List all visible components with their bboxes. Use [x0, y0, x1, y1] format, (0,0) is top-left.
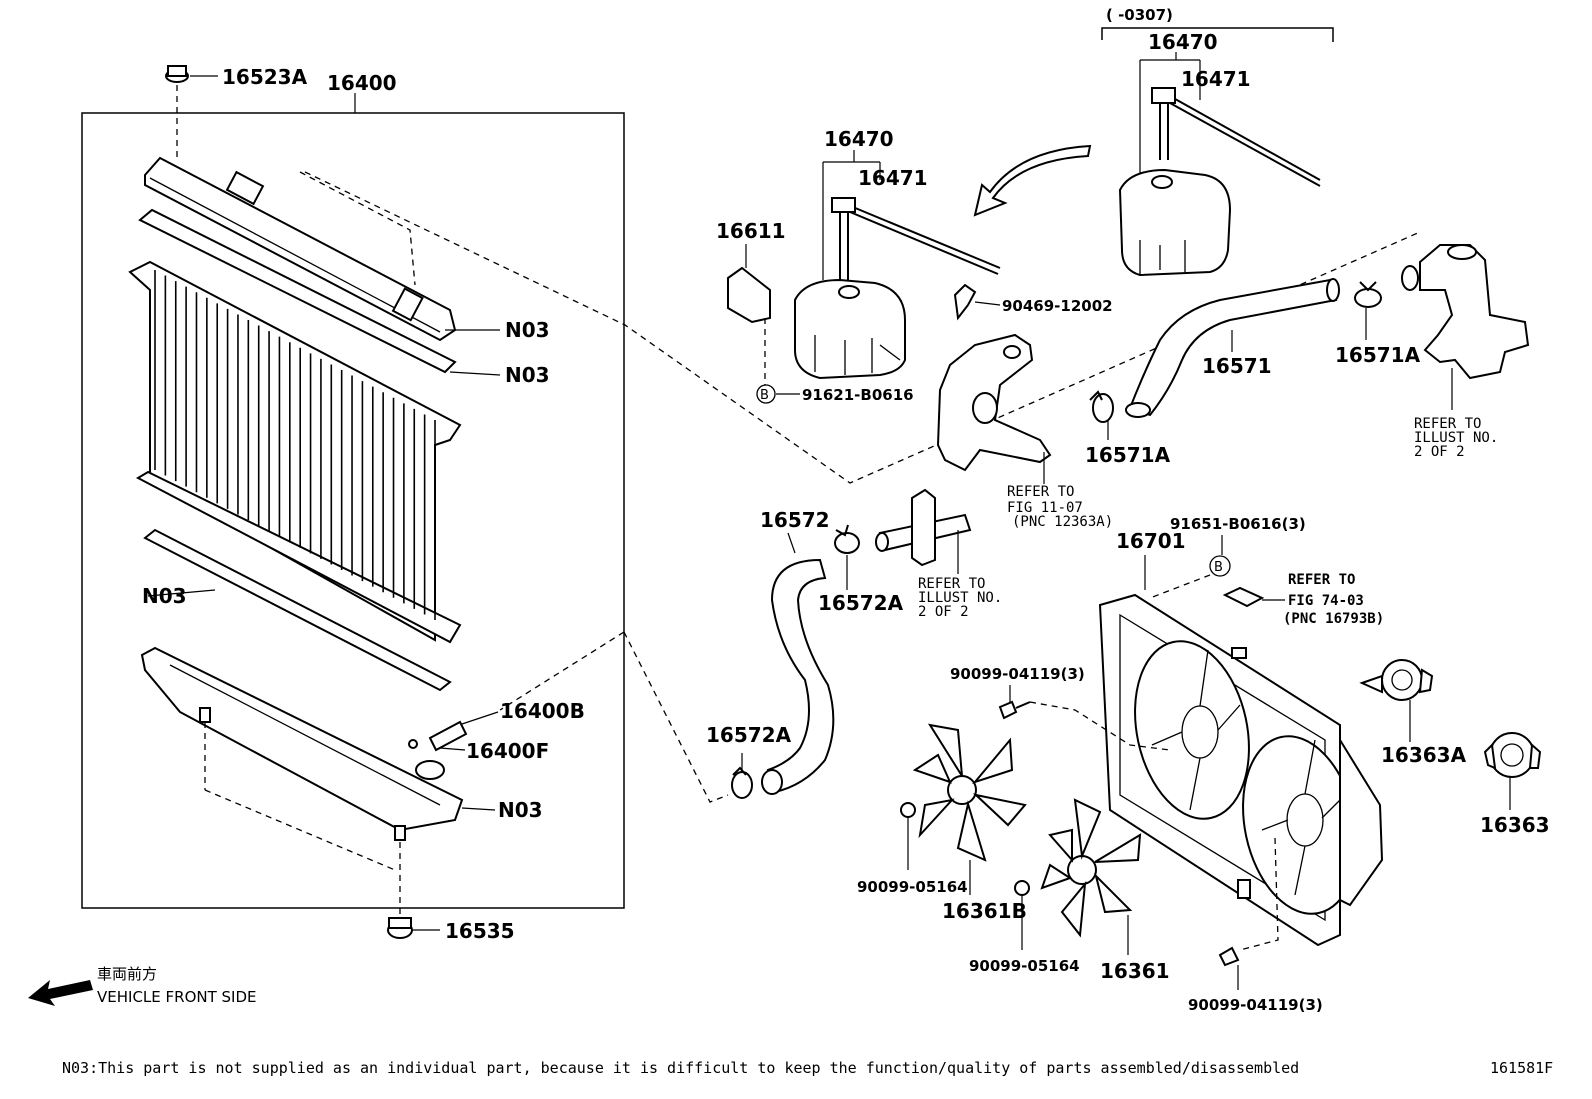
radiator-assembly-group: 16400 16523A N03 N03 N03	[81, 65, 1421, 943]
callout-90099-05164-a: 90099-05164	[857, 878, 968, 896]
callout-16361B: 16361B	[942, 899, 1027, 923]
footnote-n03: N03:This part is not supplied as an indi…	[62, 1059, 1299, 1077]
ref-illust-mid-line3: 2 OF 2	[918, 604, 969, 620]
ref-fig-7403-line3: (PNC 16793B)	[1283, 611, 1384, 627]
upper-gasket-shape	[138, 208, 457, 374]
fan-16361-shape	[1040, 798, 1142, 938]
radiator-assembly-frame	[81, 112, 625, 909]
callout-16571A-b: 16571A	[1085, 443, 1171, 467]
vehicle-front-indicator: 車両前方 VEHICLE FRONT SIDE	[28, 965, 257, 1006]
lower-hose-group: 16572 16572A 16572A REFER TO ILLUST NO. …	[706, 488, 1002, 799]
callout-n03-d: N03	[498, 798, 543, 822]
ref-illust-right-line2: ILLUST NO.	[1414, 430, 1498, 446]
callout-16363: 16363	[1480, 813, 1550, 837]
fan-shroud-group: 91651-B0616(3) B 16701 REFER TO FIG 74-0…	[857, 515, 1384, 1014]
svg-text:B: B	[760, 388, 769, 403]
front-arrow-icon	[28, 980, 93, 1006]
ref-illust-mid-line2: ILLUST NO.	[918, 590, 1002, 606]
callout-16571A-a: 16571A	[1335, 343, 1421, 367]
clip-90469-icon	[953, 283, 977, 321]
callout-16572A-a: 16572A	[818, 591, 904, 615]
range-label: ( -0307)	[1106, 6, 1173, 24]
callout-90099-04119-a: 90099-04119(3)	[950, 665, 1085, 683]
callout-16523A: 16523A	[222, 65, 308, 89]
label-tag-icon	[1222, 586, 1265, 608]
figure-id: 161581F	[1490, 1059, 1553, 1077]
callout-16535: 16535	[445, 919, 515, 943]
callout-16400F: 16400F	[466, 739, 549, 763]
callout-16470-top: 16470	[1148, 30, 1218, 54]
ref-fig-7403-line2: FIG 74-03	[1288, 593, 1364, 609]
bolt-lower-icon	[1218, 946, 1240, 967]
callout-91651: 91651-B0616(3)	[1170, 515, 1306, 533]
svg-text:B: B	[1214, 560, 1223, 575]
hose-clamp-lower-top-icon	[834, 524, 860, 554]
engine-bracket-shape	[936, 333, 1052, 472]
nut-a-icon	[900, 802, 916, 818]
motor-16363A-shape	[1359, 659, 1434, 701]
b-marker-icon: B	[756, 384, 776, 404]
callout-90099-05164-b: 90099-05164	[969, 957, 1080, 975]
bracket-16611-shape	[727, 266, 771, 324]
ref-fig-1107-line3: (PNC 12363A)	[1012, 514, 1113, 530]
front-side-jp: 車両前方	[97, 965, 157, 983]
callout-16470: 16470	[824, 127, 894, 151]
callout-n03-c: N03	[142, 584, 187, 608]
callout-90469: 90469-12002	[1002, 297, 1113, 315]
reservoir-early-group: ( -0307) 16470 16471	[973, 6, 1334, 277]
nut-b-icon	[1014, 880, 1030, 896]
lower-gasket-shape	[143, 528, 452, 692]
ref-fig-1107-line2: FIG 11-07	[1007, 500, 1083, 516]
callout-16400B: 16400B	[500, 699, 585, 723]
front-side-en: VEHICLE FRONT SIDE	[97, 988, 257, 1006]
fan-shroud-shape	[1098, 593, 1384, 947]
callout-16572A-b: 16572A	[706, 723, 792, 747]
ref-illust-right-line1: REFER TO	[1414, 416, 1481, 432]
b-marker-2-icon: B	[1209, 555, 1231, 577]
callout-16572: 16572	[760, 508, 830, 532]
lower-tank-shape	[140, 646, 464, 841]
hose-clamp-left-icon	[1089, 390, 1114, 423]
callout-n03-b: N03	[505, 363, 550, 387]
hose-clamp-right-icon	[1354, 281, 1382, 308]
ref-illust-mid-line1: REFER TO	[918, 576, 985, 592]
fan-16361B-shape	[912, 723, 1027, 862]
upper-hose-16571-shape	[1128, 278, 1338, 417]
callout-16361: 16361	[1100, 959, 1170, 983]
callout-16471-top: 16471	[1181, 67, 1251, 91]
water-inlet-pipe-shape	[875, 488, 972, 567]
radiator-core-shape	[128, 260, 462, 644]
upper-hose-group: 16571 16571A 16571A REFER TO ILLUST NO. …	[1085, 244, 1530, 467]
ref-illust-right-line3: 2 OF 2	[1414, 444, 1465, 460]
callout-16611: 16611	[716, 219, 786, 243]
bolt-upper-icon	[998, 700, 1031, 720]
motor-16363-shape	[1483, 732, 1542, 778]
callout-16471: 16471	[858, 166, 928, 190]
drain-plug-icon	[408, 720, 468, 752]
callout-91621: 91621-B0616	[802, 386, 914, 404]
radiator-cap-icon	[165, 65, 189, 83]
reservoir-tank-top-shape	[1118, 87, 1321, 277]
ref-fig-7403-line1: REFER TO	[1288, 572, 1355, 588]
water-outlet-shape	[1401, 244, 1530, 380]
change-arrow-icon	[973, 144, 1092, 217]
reservoir-tank-shape	[794, 197, 1001, 380]
callout-16363A: 16363A	[1381, 743, 1467, 767]
lower-cushion-icon	[387, 917, 413, 939]
fan-motors-group: 16363A 16363	[1359, 659, 1550, 837]
callout-16701: 16701	[1116, 529, 1186, 553]
callout-16400: 16400	[327, 71, 397, 95]
callout-90099-04119-b: 90099-04119(3)	[1188, 996, 1323, 1014]
ref-fig-1107-line1: REFER TO	[1007, 484, 1074, 500]
hose-clamp-lower-bottom-icon	[731, 766, 753, 799]
callout-n03-a: N03	[505, 318, 550, 342]
reservoir-group: 16470 16471 16611 B 91621-B0616 90469-12…	[716, 127, 1113, 530]
callout-16571: 16571	[1202, 354, 1272, 378]
